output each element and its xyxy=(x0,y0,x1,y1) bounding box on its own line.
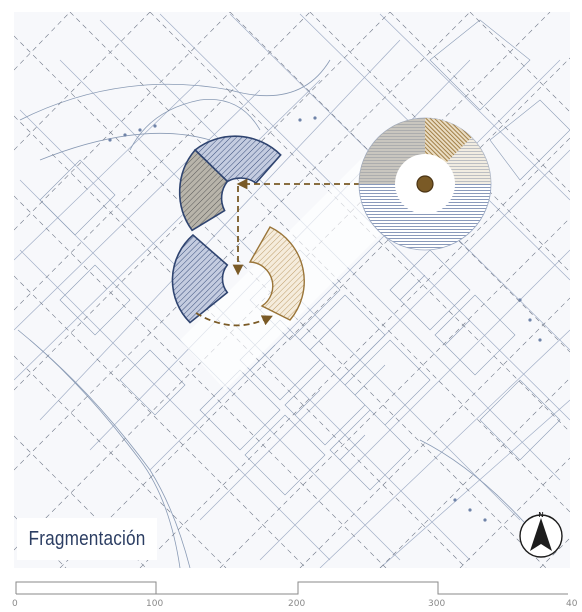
arc-segment-left-grey xyxy=(178,148,229,232)
title-panel: Fragmentación xyxy=(17,518,157,560)
scale-bar xyxy=(15,581,568,595)
center-point-marker xyxy=(416,175,434,193)
diagram-title: Fragmentación xyxy=(28,527,146,550)
scale-tick-200: 200 xyxy=(288,599,306,609)
scale-tick-100: 100 xyxy=(146,599,164,609)
concentric-circle-right xyxy=(358,117,492,251)
scale-tick-400: 40 xyxy=(566,599,578,609)
arc-segment-right-gold xyxy=(248,226,305,321)
scale-tick-300: 300 xyxy=(428,599,446,609)
north-arrow-icon xyxy=(530,518,552,551)
scale-tick-0: 0 xyxy=(12,599,18,609)
fragmented-circle-left xyxy=(171,135,305,324)
north-label: N xyxy=(538,512,543,519)
arc-segment-top-navy xyxy=(193,135,282,185)
arc-segment-bottom-navy xyxy=(171,233,229,324)
movement-arrows xyxy=(195,178,400,327)
north-arrow: N xyxy=(519,512,563,558)
